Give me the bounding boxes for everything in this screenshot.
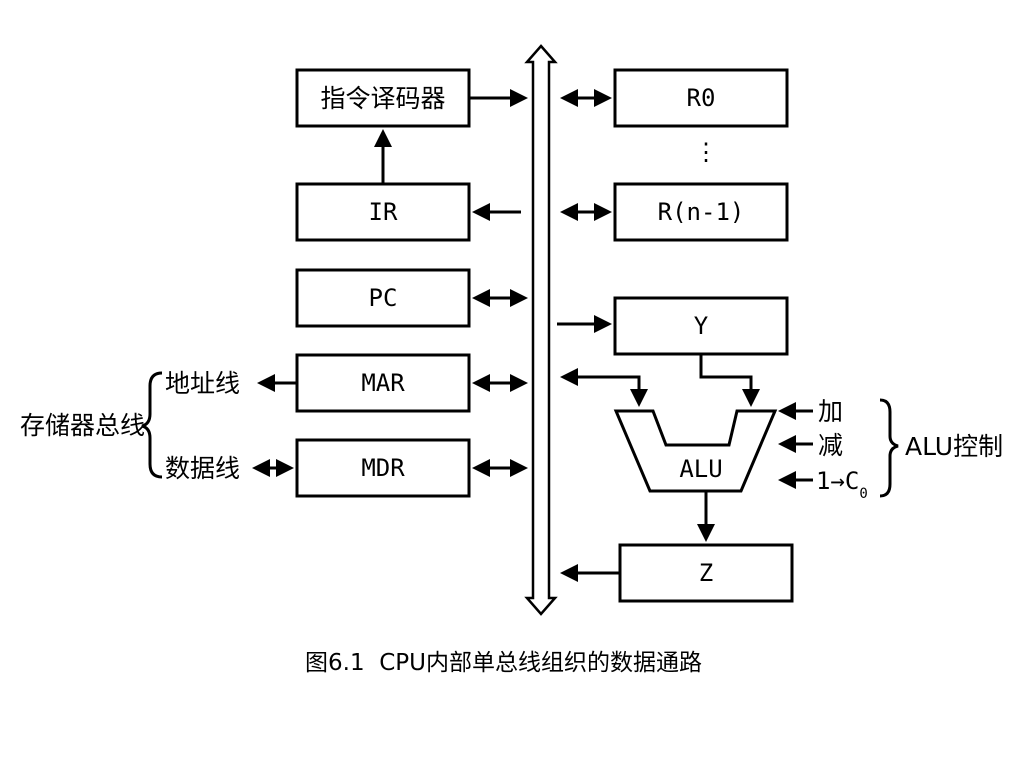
alu-unit (613, 409, 778, 493)
z-register-label: Z (699, 559, 713, 587)
pc-register-box (295, 268, 471, 328)
pc-register-label: PC (369, 284, 398, 312)
rn-register-box (613, 182, 789, 242)
mdr-register-box (295, 438, 471, 498)
instruction-decoder-box (295, 68, 471, 128)
bus-connections (252, 89, 813, 582)
figure-caption: 图6.1 CPU内部单总线组织的数据通路 (305, 650, 702, 676)
alu-sub-label: 减 (818, 431, 843, 460)
memory-bus-brace (141, 371, 163, 479)
internal-bus (524, 44, 558, 616)
alu-carry-prefix: 1→C (816, 467, 859, 495)
alu-control-label: ALU控制 (905, 432, 1003, 461)
mdr-register-label: MDR (361, 454, 405, 482)
r0-register-box (613, 68, 789, 128)
ir-register-label: IR (369, 198, 398, 226)
address-line-label: 地址线 (165, 369, 240, 398)
instruction-decoder-label: 指令译码器 (320, 84, 445, 113)
ir-register-box (295, 182, 471, 242)
y-register-box (613, 296, 789, 356)
rn-register-label: R(n-1) (658, 198, 745, 226)
memory-bus-label: 存储器总线 (20, 411, 145, 440)
alu-label: ALU (679, 455, 722, 483)
alu-control-brace (879, 398, 899, 498)
r0-register-label: R0 (687, 84, 716, 112)
y-register-label: Y (694, 312, 709, 340)
data-line-label: 数据线 (165, 454, 240, 483)
alu-carry-label: 1→C0 (816, 467, 868, 502)
mar-register-label: MAR (361, 369, 405, 397)
alu-carry-subscript: 0 (859, 486, 867, 502)
alu-add-label: 加 (818, 397, 843, 426)
mar-register-box (295, 353, 471, 413)
register-ellipsis: ⋮ (694, 138, 718, 166)
